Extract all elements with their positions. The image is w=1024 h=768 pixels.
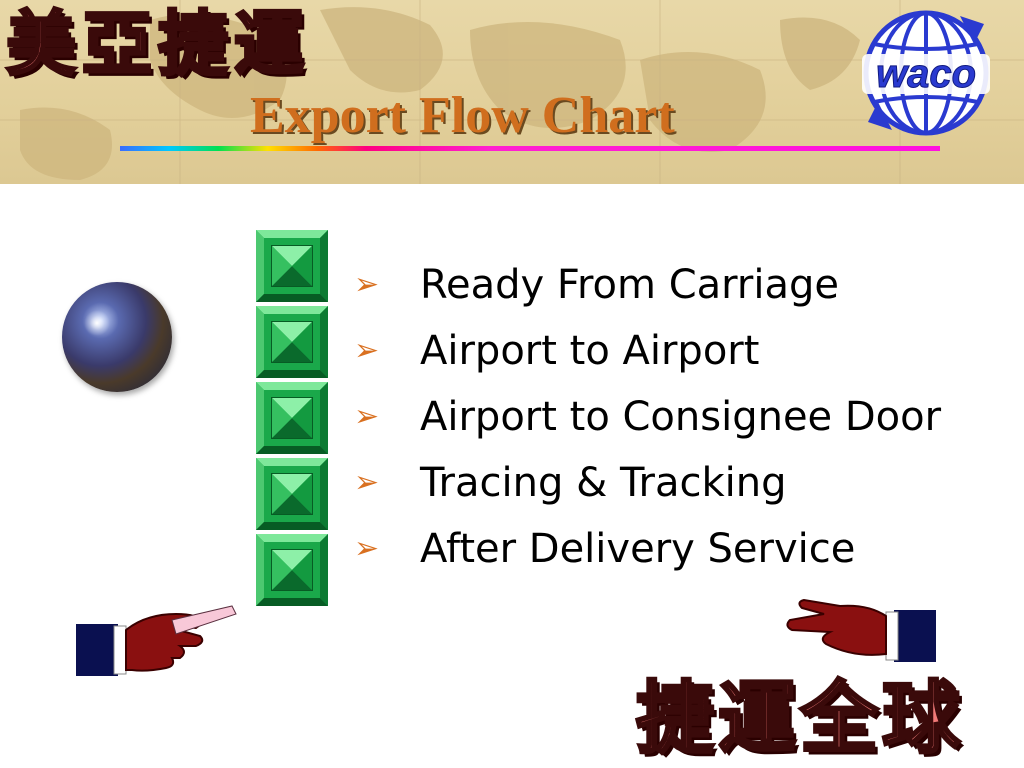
hand-holding-ticket-icon xyxy=(76,605,237,676)
step-label: Tracing & Tracking xyxy=(420,460,787,506)
reaching-hand-icon xyxy=(786,598,936,662)
brand-cjk-title: 美亞捷運 xyxy=(5,2,310,85)
steps-list: ➢ Ready From Carriage ➢ Airport to Airpo… xyxy=(354,252,941,582)
arrowhead-bullet-icon: ➢ xyxy=(354,267,380,302)
list-item: ➢ After Delivery Service xyxy=(354,516,941,582)
x-box-icon xyxy=(256,458,328,530)
arrowhead-bullet-icon: ➢ xyxy=(354,333,380,368)
flow-tile xyxy=(256,306,328,378)
x-box-icon xyxy=(256,382,328,454)
step-label: Airport to Consignee Door xyxy=(420,394,942,440)
x-box-icon xyxy=(256,306,328,378)
arrowhead-bullet-icon: ➢ xyxy=(354,531,380,566)
world-map-background xyxy=(0,0,1024,184)
list-item: ➢ Airport to Airport xyxy=(354,318,941,384)
arrowhead-bullet-icon: ➢ xyxy=(354,399,380,434)
list-item: ➢ Airport to Consignee Door xyxy=(354,384,941,450)
flow-tile xyxy=(256,534,328,606)
globe-icon xyxy=(62,282,172,392)
slogan-cjk: 捷運全球 xyxy=(634,672,965,765)
x-box-icon xyxy=(256,534,328,606)
flow-tile xyxy=(256,230,328,302)
flow-tile xyxy=(256,458,328,530)
flow-tile-stack xyxy=(256,230,328,610)
list-item: ➢ Tracing & Tracking xyxy=(354,450,941,516)
flow-tile xyxy=(256,382,328,454)
step-label: After Delivery Service xyxy=(420,526,856,572)
x-box-icon xyxy=(256,230,328,302)
list-item: ➢ Ready From Carriage xyxy=(354,252,941,318)
rainbow-divider xyxy=(120,146,940,151)
step-label: Airport to Airport xyxy=(420,328,760,374)
step-label: Ready From Carriage xyxy=(420,262,839,308)
page-title: Export Flow Chart xyxy=(250,87,675,144)
header-banner: 美亞捷運 Export Flow Chart waco xyxy=(0,0,1024,184)
arrowhead-bullet-icon: ➢ xyxy=(354,465,380,500)
waco-logo: waco xyxy=(862,10,990,136)
logo-text: waco xyxy=(876,52,976,96)
